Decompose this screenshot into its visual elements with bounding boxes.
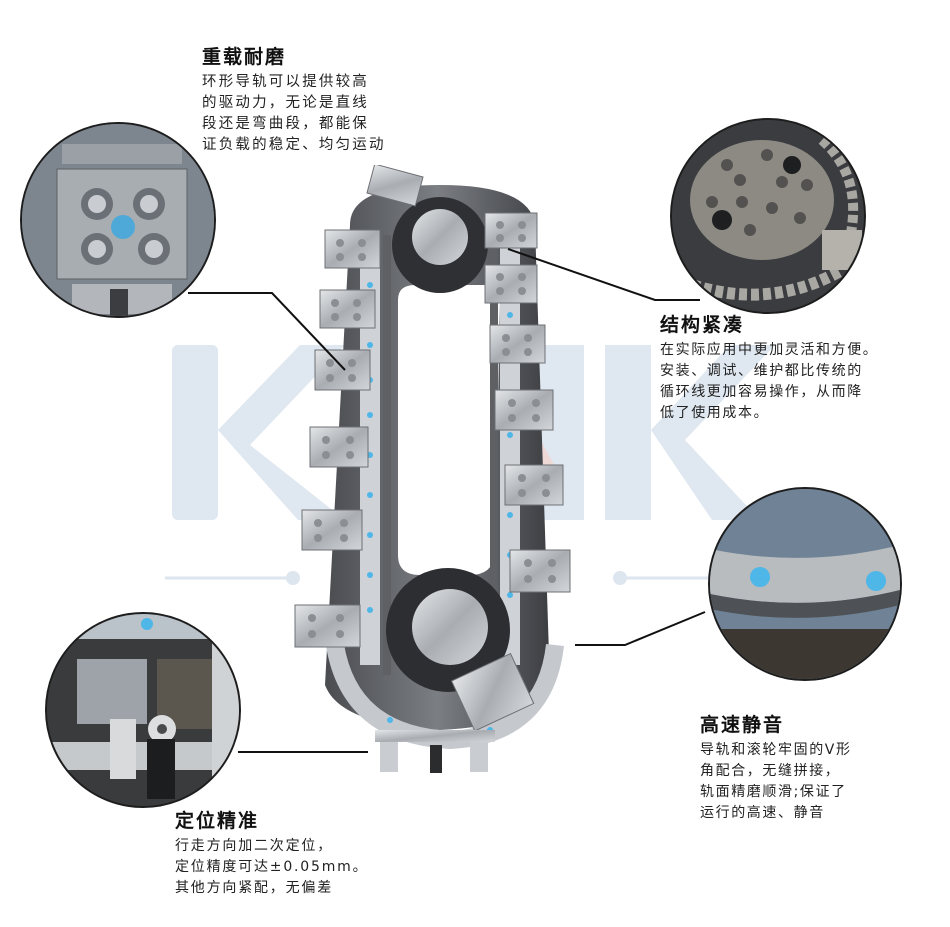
feature-line: 段还是弯曲段，都能保 [202, 116, 369, 132]
feature-line: 轨面精磨顺滑;保证了 [700, 784, 847, 800]
feature-title: 高速静音 [700, 714, 785, 736]
feature-line: 行走方向加二次定位， [175, 838, 333, 854]
feature-line: 定位精度可达±0.05mm。 [175, 859, 369, 875]
feature-line: 运行的高速、静音 [700, 805, 825, 821]
feature-line: 其他方向紧配，无偏差 [175, 880, 333, 896]
feature-line: 低了使用成本。 [660, 405, 770, 421]
feature-heavy-load: 重载耐磨 环形导轨可以提供较高 的驱动力，无论是直线 段还是弯曲段，都能保 证负… [202, 44, 386, 156]
feature-line: 循环线更加容易操作，从而降 [660, 384, 863, 400]
feature-title: 重载耐磨 [202, 46, 287, 68]
feature-title: 定位精准 [175, 810, 260, 832]
feature-high-speed-silent: 高速静音 导轨和滚轮牢固的V形 角配合，无缝拼接， 轨面精磨顺滑;保证了 运行的… [700, 712, 852, 824]
inset-carrier-plate [20, 122, 216, 318]
feature-title: 结构紧凑 [660, 314, 745, 336]
inset-v-rail [708, 487, 902, 681]
feature-line: 角配合，无缝拼接， [700, 763, 841, 779]
feature-line: 环形导轨可以提供较高 [202, 74, 369, 90]
feature-line: 安装、调试、维护都比传统的 [660, 363, 863, 379]
feature-line: 证负载的稳定、均匀运动 [202, 137, 386, 153]
feature-compact-structure: 结构紧凑 在实际应用中更加灵活和方便。 安装、调试、维护都比传统的 循环线更加容… [660, 312, 878, 424]
inset-positioning-lock [45, 612, 241, 808]
inset-drive-sprocket [670, 118, 866, 314]
feature-line: 导轨和滚轮牢固的V形 [700, 742, 852, 758]
feature-precise-positioning: 定位精准 行走方向加二次定位， 定位精度可达±0.05mm。 其他方向紧配，无偏… [175, 808, 368, 899]
feature-line: 在实际应用中更加灵活和方便。 [660, 342, 879, 358]
circulating-track-machine [294, 165, 571, 773]
feature-line: 的驱动力，无论是直线 [202, 95, 369, 111]
